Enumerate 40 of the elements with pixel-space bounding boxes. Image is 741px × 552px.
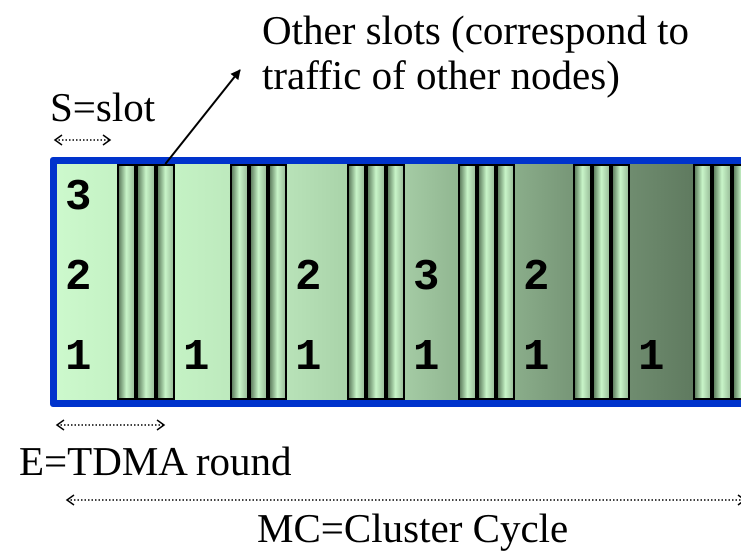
slot-bar (712, 164, 732, 400)
slot-number: 1 (295, 332, 322, 385)
slot-number: 1 (65, 332, 92, 385)
round-segment (287, 164, 347, 400)
leader-line (164, 69, 241, 165)
slot-number: 3 (413, 252, 440, 305)
round-segment (515, 164, 573, 400)
slot-bar (386, 164, 405, 400)
slot-number: 1 (523, 332, 550, 385)
slot-bar (592, 164, 611, 400)
dimension-label: S=slot (50, 84, 156, 130)
slot-number: 2 (295, 252, 322, 305)
slot-number: 1 (638, 332, 666, 385)
slot-number: 2 (523, 252, 550, 305)
slot-bar (366, 164, 386, 400)
slot-bar (611, 164, 630, 400)
round-segment (630, 164, 693, 400)
slot-number: 1 (413, 332, 440, 385)
slot-number: 2 (65, 252, 92, 305)
round-segment (175, 164, 230, 400)
callout-text: Other slots (correspond to traffic of other nodes) (262, 8, 690, 98)
round-segment (57, 164, 117, 400)
slot-bar (136, 164, 156, 400)
cluster-cycle-band (50, 157, 741, 407)
slot-number: 1 (183, 332, 210, 385)
slot-bar (347, 164, 366, 400)
slot-bar (249, 164, 268, 400)
slot-bar (156, 164, 175, 400)
slot-bar (496, 164, 515, 400)
dimension-label: MC=Cluster Cycle (257, 505, 568, 551)
slot-number: 3 (65, 172, 92, 225)
round-segment (405, 164, 458, 400)
slot-bar (573, 164, 592, 400)
slot-bar (693, 164, 712, 400)
slot-bar (477, 164, 496, 400)
slot-bar (117, 164, 136, 400)
slot-bar (268, 164, 287, 400)
slot-bar (230, 164, 249, 400)
dimension-label: E=TDMA round (19, 438, 292, 484)
slot-bar (458, 164, 477, 400)
